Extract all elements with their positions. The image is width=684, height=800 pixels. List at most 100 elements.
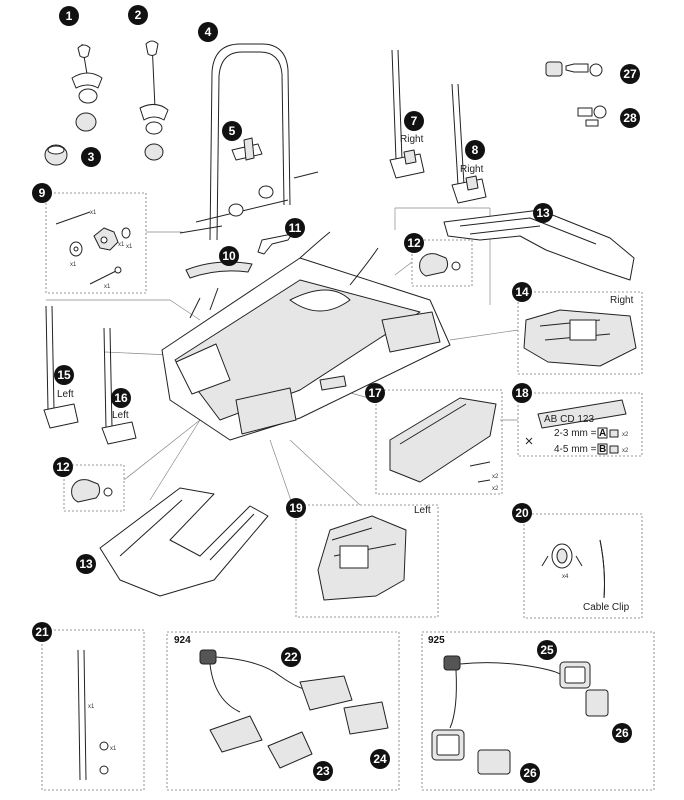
svg-text:28: 28: [623, 111, 637, 125]
svg-text:11: 11: [289, 221, 302, 235]
spacer-a-text: 2-3 mm =: [554, 428, 597, 439]
svg-text:21: 21: [35, 625, 49, 639]
svg-text:4: 4: [205, 25, 212, 39]
part-1-clamp-arm: [71, 43, 103, 132]
label-right-7: Right: [400, 134, 424, 145]
box-part-12-top: [411, 239, 473, 287]
svg-text:20: 20: [515, 506, 529, 520]
callout-24: 24: [370, 749, 390, 769]
part-2-clamp-arm-long: [139, 40, 169, 161]
svg-text:15: 15: [57, 368, 71, 382]
kit-925-cables-lights: [431, 655, 609, 775]
callout-21: 21: [32, 622, 52, 642]
part-13-wheel-tray-top: [443, 209, 635, 281]
callout-4: 4: [198, 22, 218, 42]
part-19-light-housing-left: [317, 515, 407, 601]
callout-18: 18: [512, 383, 532, 403]
callout-13-top: 13: [533, 203, 553, 223]
svg-text:3: 3: [88, 150, 95, 164]
svg-text:19: 19: [289, 501, 303, 515]
callout-2: 2: [128, 5, 148, 25]
svg-text:13: 13: [536, 206, 550, 220]
callout-25: 25: [537, 640, 557, 660]
part-16-wheel-holder-left: [101, 327, 137, 445]
callout-11: 11: [285, 218, 305, 238]
callout-7: 7: [404, 111, 424, 131]
part-28-keys: [577, 105, 607, 127]
callout-12-top: 12: [404, 233, 424, 253]
callout-22: 22: [281, 647, 301, 667]
callout-8: 8: [465, 140, 485, 160]
label-left-19: Left: [414, 505, 431, 516]
spacer-b-letter: B: [599, 444, 606, 455]
callout-26-right: 26: [612, 723, 632, 743]
plate-text: AB CD 123: [544, 414, 594, 425]
label-left-16: Left: [112, 410, 129, 421]
svg-text:12: 12: [407, 236, 421, 250]
label-right-14: Right: [610, 295, 634, 306]
qty-x4-cable-clip: x4: [562, 574, 569, 580]
qty-x2-screw-17b: x2: [492, 486, 499, 492]
svg-text:5: 5: [229, 124, 236, 138]
part-5-clamp: [231, 137, 263, 161]
box-part-19: [295, 504, 439, 618]
callout-9: 9: [32, 183, 52, 203]
svg-text:23: 23: [316, 764, 330, 778]
part-9-hardware-kit: [55, 211, 131, 285]
callout-13-bottom: 13: [76, 554, 96, 574]
label-left-15: Left: [57, 389, 74, 400]
part-12-lock-bottom: [71, 479, 113, 503]
callout-5: 5: [222, 121, 242, 141]
svg-text:18: 18: [515, 386, 529, 400]
qty-x2-spacer-a: x2: [622, 432, 629, 438]
svg-text:14: 14: [515, 285, 529, 299]
box-part-18: [517, 392, 643, 457]
part-15-wheel-holder-left: [43, 305, 79, 429]
part-21-strap: [77, 649, 109, 781]
part-4-frame-arch: [179, 43, 319, 241]
label-cable-clip: Cable Clip: [583, 602, 630, 613]
spacer-a-letter: A: [599, 428, 606, 439]
label-model-924: 924: [174, 635, 191, 646]
box-part-12-bottom: [63, 464, 125, 512]
part-27-lock-key: [545, 61, 603, 77]
svg-text:27: 27: [623, 67, 637, 81]
callout-19: 19: [286, 498, 306, 518]
callout-17: 17: [365, 383, 385, 403]
callout-20: 20: [512, 503, 532, 523]
svg-text:25: 25: [540, 643, 554, 657]
svg-text:2: 2: [135, 8, 142, 22]
part-10-bracket: [185, 261, 253, 279]
qty-x1-strap: x1: [88, 704, 95, 710]
callout-26-bottom: 26: [520, 763, 540, 783]
label-right-8: Right: [460, 164, 484, 175]
box-part-9: [45, 192, 147, 294]
svg-text:17: 17: [368, 386, 382, 400]
part-11-strap: [257, 233, 293, 255]
svg-text:8: 8: [472, 143, 479, 157]
part-12-lock-top: [419, 253, 461, 277]
callout-14: 14: [512, 282, 532, 302]
callout-15: 15: [54, 365, 74, 385]
qty-x1-nut: x1: [70, 262, 77, 268]
svg-text:24: 24: [373, 752, 387, 766]
svg-text:10: 10: [222, 249, 236, 263]
part-20-cable-clip: [541, 539, 605, 599]
part-13-wheel-tray-bottom: [99, 487, 269, 597]
svg-text:12: 12: [56, 460, 70, 474]
box-kit-925: [421, 631, 655, 791]
part-17-side-panel: [389, 397, 497, 483]
svg-text:26: 26: [523, 766, 537, 780]
box-part-21: [41, 629, 145, 791]
box-part-17: [375, 389, 503, 495]
callout-1: 1: [59, 6, 79, 26]
part-8-wheel-holder-right: [451, 83, 487, 204]
kit-924-cables-lights: [199, 649, 389, 769]
callout-12-bottom: 12: [53, 457, 73, 477]
svg-text:1: 1: [66, 9, 73, 23]
svg-text:22: 22: [284, 650, 298, 664]
qty-x1-wrench: x1: [90, 210, 97, 216]
part-14-light-housing-right: [523, 309, 637, 367]
svg-text:16: 16: [114, 391, 128, 405]
